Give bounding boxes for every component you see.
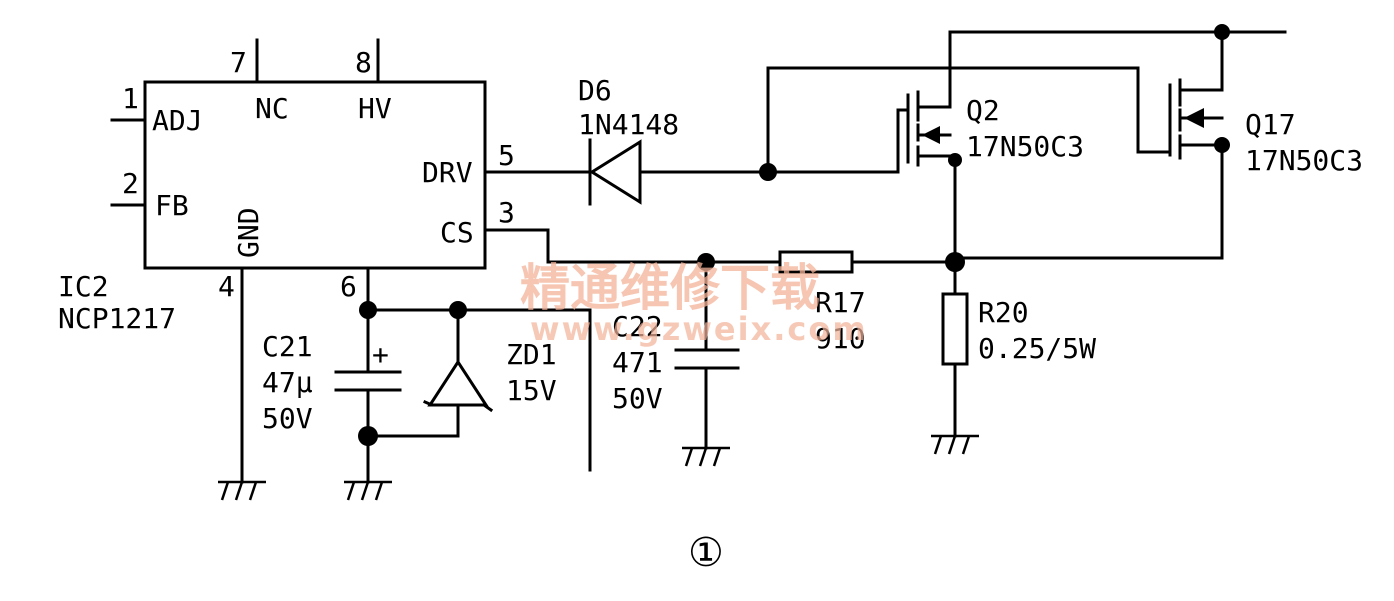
ic2-pins xyxy=(110,38,592,484)
pin-cs-label: CS xyxy=(440,216,474,249)
c22-ref: C22 xyxy=(612,310,663,343)
r20-ref: R20 xyxy=(978,296,1029,329)
resistor-r20-symbol xyxy=(941,260,969,438)
pin-5-number: 5 xyxy=(498,139,515,172)
pin-8-number: 8 xyxy=(355,46,372,79)
mosfet-q17-symbol xyxy=(953,30,1287,260)
zd1-ref: ZD1 xyxy=(506,338,557,371)
mosfet-q2-symbol xyxy=(906,30,1224,264)
d6-ref: D6 xyxy=(578,74,612,107)
q17-value: 17N50C3 xyxy=(1245,144,1363,177)
c21-rating: 50V xyxy=(262,402,313,435)
diode-d6-symbol xyxy=(588,138,770,206)
c21-polarity: + xyxy=(372,338,389,371)
c22-rating: 50V xyxy=(612,382,663,415)
pin-gnd-label: GND xyxy=(232,207,265,258)
r17-value: 910 xyxy=(815,322,866,355)
q2-value: 17N50C3 xyxy=(966,130,1084,163)
pin-2-number: 2 xyxy=(122,167,139,200)
ic2-body xyxy=(143,80,487,270)
pin-fb-label: FB xyxy=(155,189,189,222)
ic2-ref: IC2 xyxy=(58,270,109,303)
vcc-supply-network xyxy=(334,308,592,484)
pin-drv-label: DRV xyxy=(422,156,473,189)
pin-hv-label: HV xyxy=(358,92,392,125)
r20-value: 0.25/5W xyxy=(978,332,1096,365)
c22-value: 471 xyxy=(612,346,663,379)
ic2-part: NCP1217 xyxy=(58,302,176,335)
watermark-url: www.gzweix.com xyxy=(530,310,868,348)
figure-label: ① xyxy=(688,530,724,576)
c21-value: 47μ xyxy=(262,366,313,399)
capacitor-c22-symbol xyxy=(674,260,740,450)
d6-value: 1N4148 xyxy=(578,108,679,141)
pin-nc-label: NC xyxy=(255,92,289,125)
pin-adj-label: ADJ xyxy=(152,104,203,137)
zd1-value: 15V xyxy=(506,374,557,407)
junction-dots xyxy=(358,24,1230,446)
q2-ref: Q2 xyxy=(966,94,1000,127)
c21-ref: C21 xyxy=(262,330,313,363)
watermark-text: 精通维修下载 xyxy=(520,259,820,317)
pin-7-number: 7 xyxy=(230,46,247,79)
ground-symbols xyxy=(218,434,979,501)
r17-ref: R17 xyxy=(815,286,866,319)
pin-1-number: 1 xyxy=(122,82,139,115)
pin-4-number: 4 xyxy=(218,270,235,303)
gate-drive-wiring xyxy=(766,66,1172,174)
q17-ref: Q17 xyxy=(1245,108,1296,141)
pin-3-number: 3 xyxy=(498,196,515,229)
pin-6-number: 6 xyxy=(340,270,357,303)
